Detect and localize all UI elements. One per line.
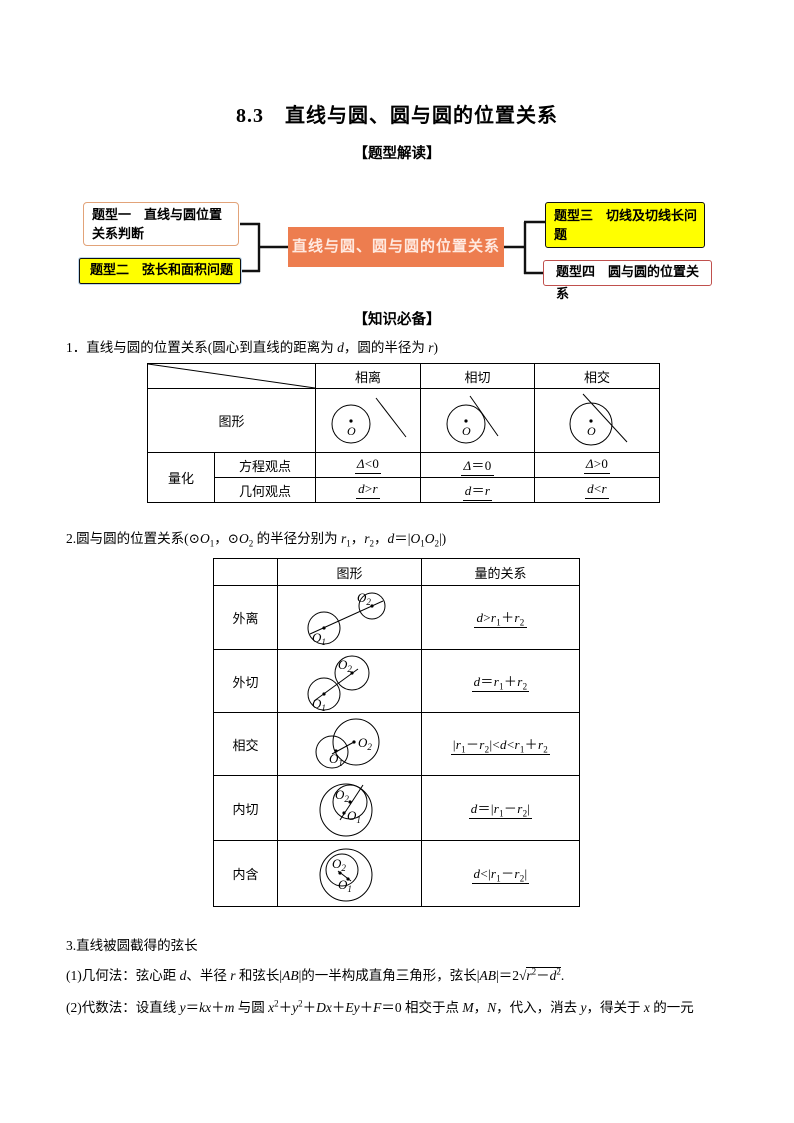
section-heading-zhishibibei: 【知识必备】: [353, 312, 441, 328]
mindmap-node-type3: 题型三 切线及切线长问题: [545, 202, 705, 248]
external-separate-circles-figure: O1 O2: [307, 590, 386, 647]
intersect-line-circle-figure: O: [569, 393, 628, 445]
center-label: O: [462, 424, 471, 438]
tangent-line-circle-figure: O: [446, 395, 498, 443]
figure-waiqie: O1 O2: [277, 649, 422, 713]
o1-label: O1: [312, 696, 326, 712]
o2-label: O2: [338, 657, 352, 674]
mindmap-node-type2: 题型二 弦长和面积问题: [78, 257, 242, 285]
mindmap-node-type4: 题型四 圆与圆的位置关系: [543, 260, 712, 301]
row-header-lianghua: 量化: [147, 452, 215, 503]
line-circle-relation-table: 相离 相切 相交 图形 O O: [147, 363, 660, 503]
row-header-fangcheng: 方程观点: [214, 452, 316, 478]
knowledge1-heading: 1．直线与圆的位置关系(圆心到直线的距离为 d，圆的半径为 r): [66, 340, 439, 355]
o2-label: O2: [332, 856, 346, 873]
section-heading-tixingjiedu: 【题型解读】: [353, 146, 441, 162]
relation-neiqie: d＝|r1－r2|: [421, 775, 580, 841]
o2-label: O2: [358, 735, 372, 752]
separate-line-circle-figure: O: [331, 397, 407, 443]
diagonal-header-cell: [147, 363, 316, 389]
value-delta-lt0: Δ<0: [315, 452, 421, 478]
internal-tangent-circles-figure: O2 O1: [319, 783, 373, 837]
figure-neiqie: O2 O1: [277, 775, 422, 841]
figure-neihan: O2 O1: [277, 840, 422, 907]
row-header-tuxing: 图形: [147, 388, 316, 453]
value-delta-gt0: Δ>0: [534, 452, 660, 478]
relation-waiqie: d＝r1＋r2: [421, 649, 580, 713]
o1-label: O1: [329, 751, 343, 768]
relation-waili: d>r1＋r2: [421, 585, 580, 650]
center-label: O: [587, 424, 596, 438]
figure-xiangjiao: O2 O1: [277, 712, 422, 776]
col-header-xiangjiao: 相交: [534, 363, 660, 389]
value-delta-eq0: Δ＝0: [420, 452, 535, 478]
intersecting-circles-figure: O2 O1: [315, 718, 380, 769]
contained-circles-figure: O2 O1: [319, 848, 373, 901]
figure-tangent: O: [420, 388, 535, 453]
knowledge3-heading: 3.直线被圆截得的弦长: [66, 938, 198, 953]
relation-neihan: d<|r1－r2|: [421, 840, 580, 907]
relation-xiangjiao: |r1－r2|<d<r1＋r2: [421, 712, 580, 776]
col-header-tuxing: 图形: [277, 558, 422, 586]
o2-label: O2: [335, 787, 349, 804]
col-header-xiangqie: 相切: [420, 363, 535, 389]
row-header-jihe: 几何观点: [214, 477, 316, 503]
external-tangent-circles-figure: O1 O2: [307, 655, 370, 712]
o1-label: O1: [338, 877, 352, 894]
value-d-eq-r: d＝r: [420, 477, 535, 503]
row-label-waiqie: 外切: [213, 649, 278, 713]
o1-label: O1: [347, 808, 361, 825]
center-label: O: [347, 424, 356, 438]
figure-intersect: O: [534, 388, 660, 453]
empty-header-cell: [213, 558, 278, 586]
value-d-gt-r: d>r: [315, 477, 421, 503]
row-label-neiqie: 内切: [213, 775, 278, 841]
row-label-xiangjiao: 相交: [213, 712, 278, 776]
value-d-lt-r: d<r: [534, 477, 660, 503]
o1-label: O1: [312, 630, 326, 647]
o2-label: O2: [357, 590, 371, 607]
mindmap-node-type1: 题型一 直线与圆位置关系判断: [83, 202, 239, 246]
chord-length-geometric-method: (1)几何法：弦心距 d、半径 r 和弦长|AB|的一半构成直角三角形，弦长|A…: [66, 966, 565, 983]
row-label-waili: 外离: [213, 585, 278, 650]
row-label-neihan: 内含: [213, 840, 278, 907]
diagonal-line: [148, 364, 315, 388]
col-header-xiangli: 相离: [315, 363, 421, 389]
figure-separate: O: [315, 388, 421, 453]
col-header-guanxi: 量的关系: [421, 558, 580, 586]
page-title: 8.3 直线与圆、圆与圆的位置关系: [236, 105, 558, 127]
figure-waili: O1 O2: [277, 585, 422, 650]
mindmap-center-node: 直线与圆、圆与圆的位置关系: [288, 227, 504, 267]
circle-circle-relation-table: 图形 量的关系 外离 O1 O2 d>r1＋r2 外切: [213, 558, 580, 907]
knowledge2-heading: 2.圆与圆的位置关系(⊙O1，⊙O2 的半径分别为 r1，r2，d＝|O1O2|…: [66, 531, 447, 549]
chord-length-algebraic-method: (2)代数法：设直线 y＝kx＋m 与圆 x2＋y2＋Dx＋Ey＋F＝0 相交于…: [66, 998, 694, 1015]
